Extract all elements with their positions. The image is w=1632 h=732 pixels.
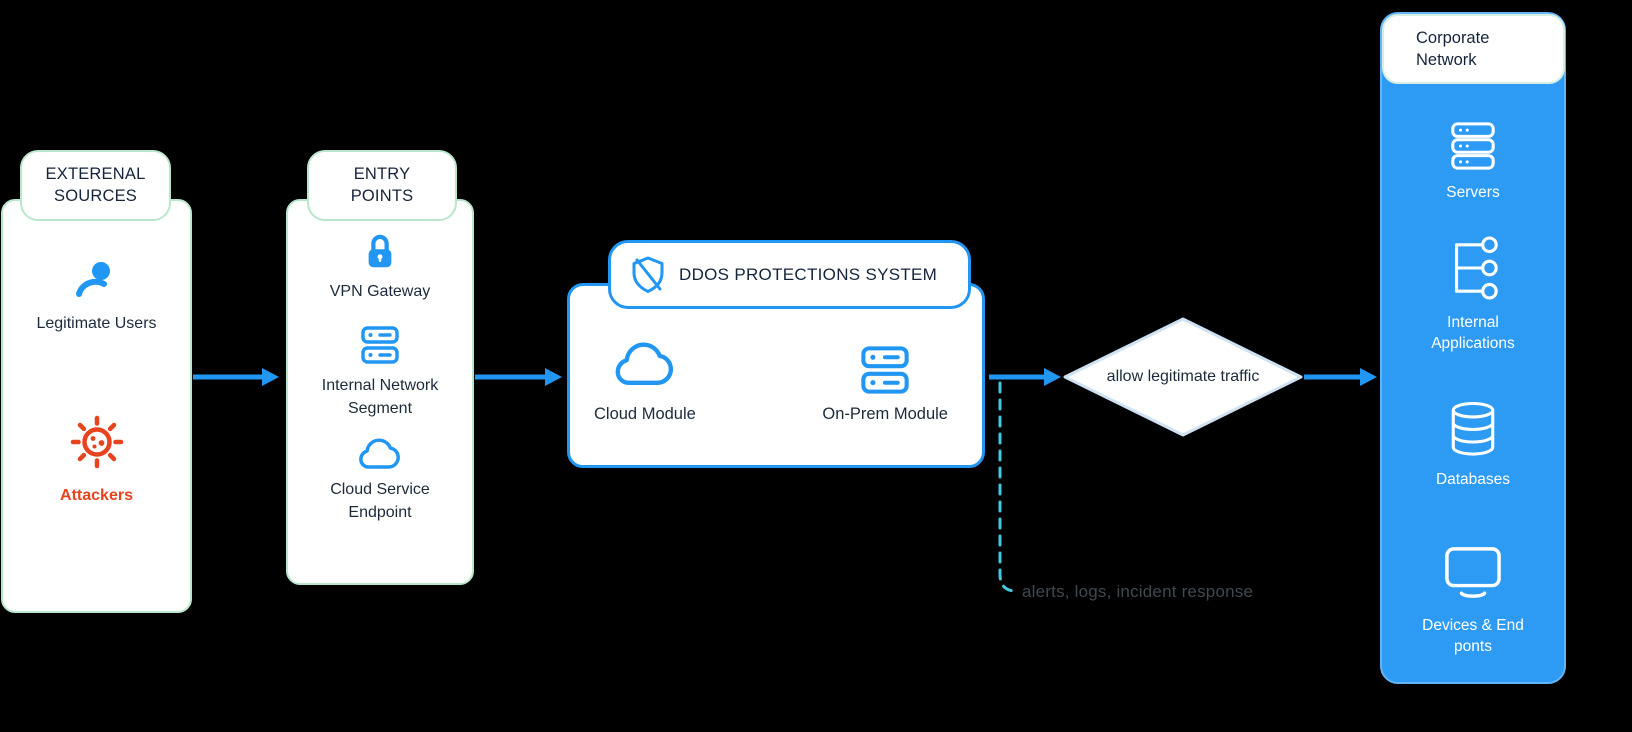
attackers-label: Attackers xyxy=(60,487,133,505)
decision-diamond: allow legitimate traffic xyxy=(1058,312,1308,442)
ddos-system-panel: Cloud Module On-Prem Module xyxy=(567,283,985,468)
external-sources-title-tab: EXTERENAL SOURCES xyxy=(20,150,171,221)
internal-network-segment-item: Internal Network Segment xyxy=(305,323,455,420)
hierarchy-icon xyxy=(1455,236,1498,300)
corporate-network-title-tab: Corporate Network xyxy=(1382,14,1565,84)
external-sources-panel: Legitimate Users Attackers xyxy=(1,199,192,613)
database-icon xyxy=(1451,402,1495,456)
cloud-service-endpoint-label: Cloud Service Endpoint xyxy=(330,481,430,521)
servers-icon xyxy=(1451,122,1495,170)
cloud-module-label: Cloud Module xyxy=(594,405,696,423)
flow-arrow-sources-to-entry xyxy=(193,368,279,386)
legitimate-users-label: Legitimate Users xyxy=(36,315,157,332)
server-stack-icon xyxy=(861,346,909,394)
diamond-shape xyxy=(1063,317,1303,437)
databases-label: Databases xyxy=(1435,471,1511,489)
ddos-system-title: DDOS PROTECTIONS SYSTEM xyxy=(679,264,938,284)
on-prem-module-label: On-Prem Module xyxy=(822,405,948,423)
virus-icon xyxy=(70,416,123,469)
vpn-gateway-label: VPN Gateway xyxy=(329,283,431,300)
entry-points-title-tab: ENTRY POINTS xyxy=(307,150,457,221)
cloud-icon xyxy=(359,438,400,469)
alerts-note: alerts, logs, incident response xyxy=(1022,582,1254,601)
databases-item: Databases xyxy=(1436,401,1510,491)
cloud-icon xyxy=(615,342,673,386)
on-prem-module-item: On-Prem Module xyxy=(822,342,948,426)
internal-network-segment-label: Internal Network Segment xyxy=(321,377,439,417)
shield-off-icon xyxy=(632,256,664,293)
server-stack-icon xyxy=(361,326,399,365)
lock-icon xyxy=(368,234,392,268)
flow-arrow-decision-to-corporate xyxy=(1304,368,1377,386)
ddos-system-header: DDOS PROTECTIONS SYSTEM xyxy=(608,240,971,309)
servers-item: Servers xyxy=(1446,120,1500,204)
alerts-dashed-connector xyxy=(998,381,1018,593)
servers-label: Servers xyxy=(1446,184,1500,201)
legitimate-users-item: Legitimate Users xyxy=(36,261,157,335)
external-sources-title: EXTERENAL SOURCES xyxy=(45,164,146,205)
corporate-network-panel: Servers Internal Applications xyxy=(1380,12,1566,684)
devices-label: Devices & End ponts xyxy=(1422,616,1524,656)
attackers-item: Attackers xyxy=(60,415,133,507)
corporate-network-title: Corporate Network xyxy=(1416,28,1490,69)
decision-label: allow legitimate traffic xyxy=(1106,367,1260,385)
user-icon xyxy=(76,262,111,297)
internal-applications-item: Internal Applications xyxy=(1413,236,1533,355)
flow-arrow-ddos-to-decision xyxy=(989,368,1061,386)
entry-points-title: ENTRY POINTS xyxy=(350,164,414,205)
flow-arrow-entry-to-ddos xyxy=(475,368,562,386)
cloud-module-item: Cloud Module xyxy=(594,342,696,426)
devices-item: Devices & End ponts xyxy=(1418,545,1528,658)
vpn-gateway-item: VPN Gateway xyxy=(330,233,430,303)
entry-points-panel: VPN Gateway Internal Network Segment Clo… xyxy=(286,199,474,585)
cloud-service-endpoint-item: Cloud Service Endpoint xyxy=(315,438,445,524)
monitor-icon xyxy=(1445,546,1501,598)
internal-applications-label: Internal Applications xyxy=(1431,313,1515,353)
